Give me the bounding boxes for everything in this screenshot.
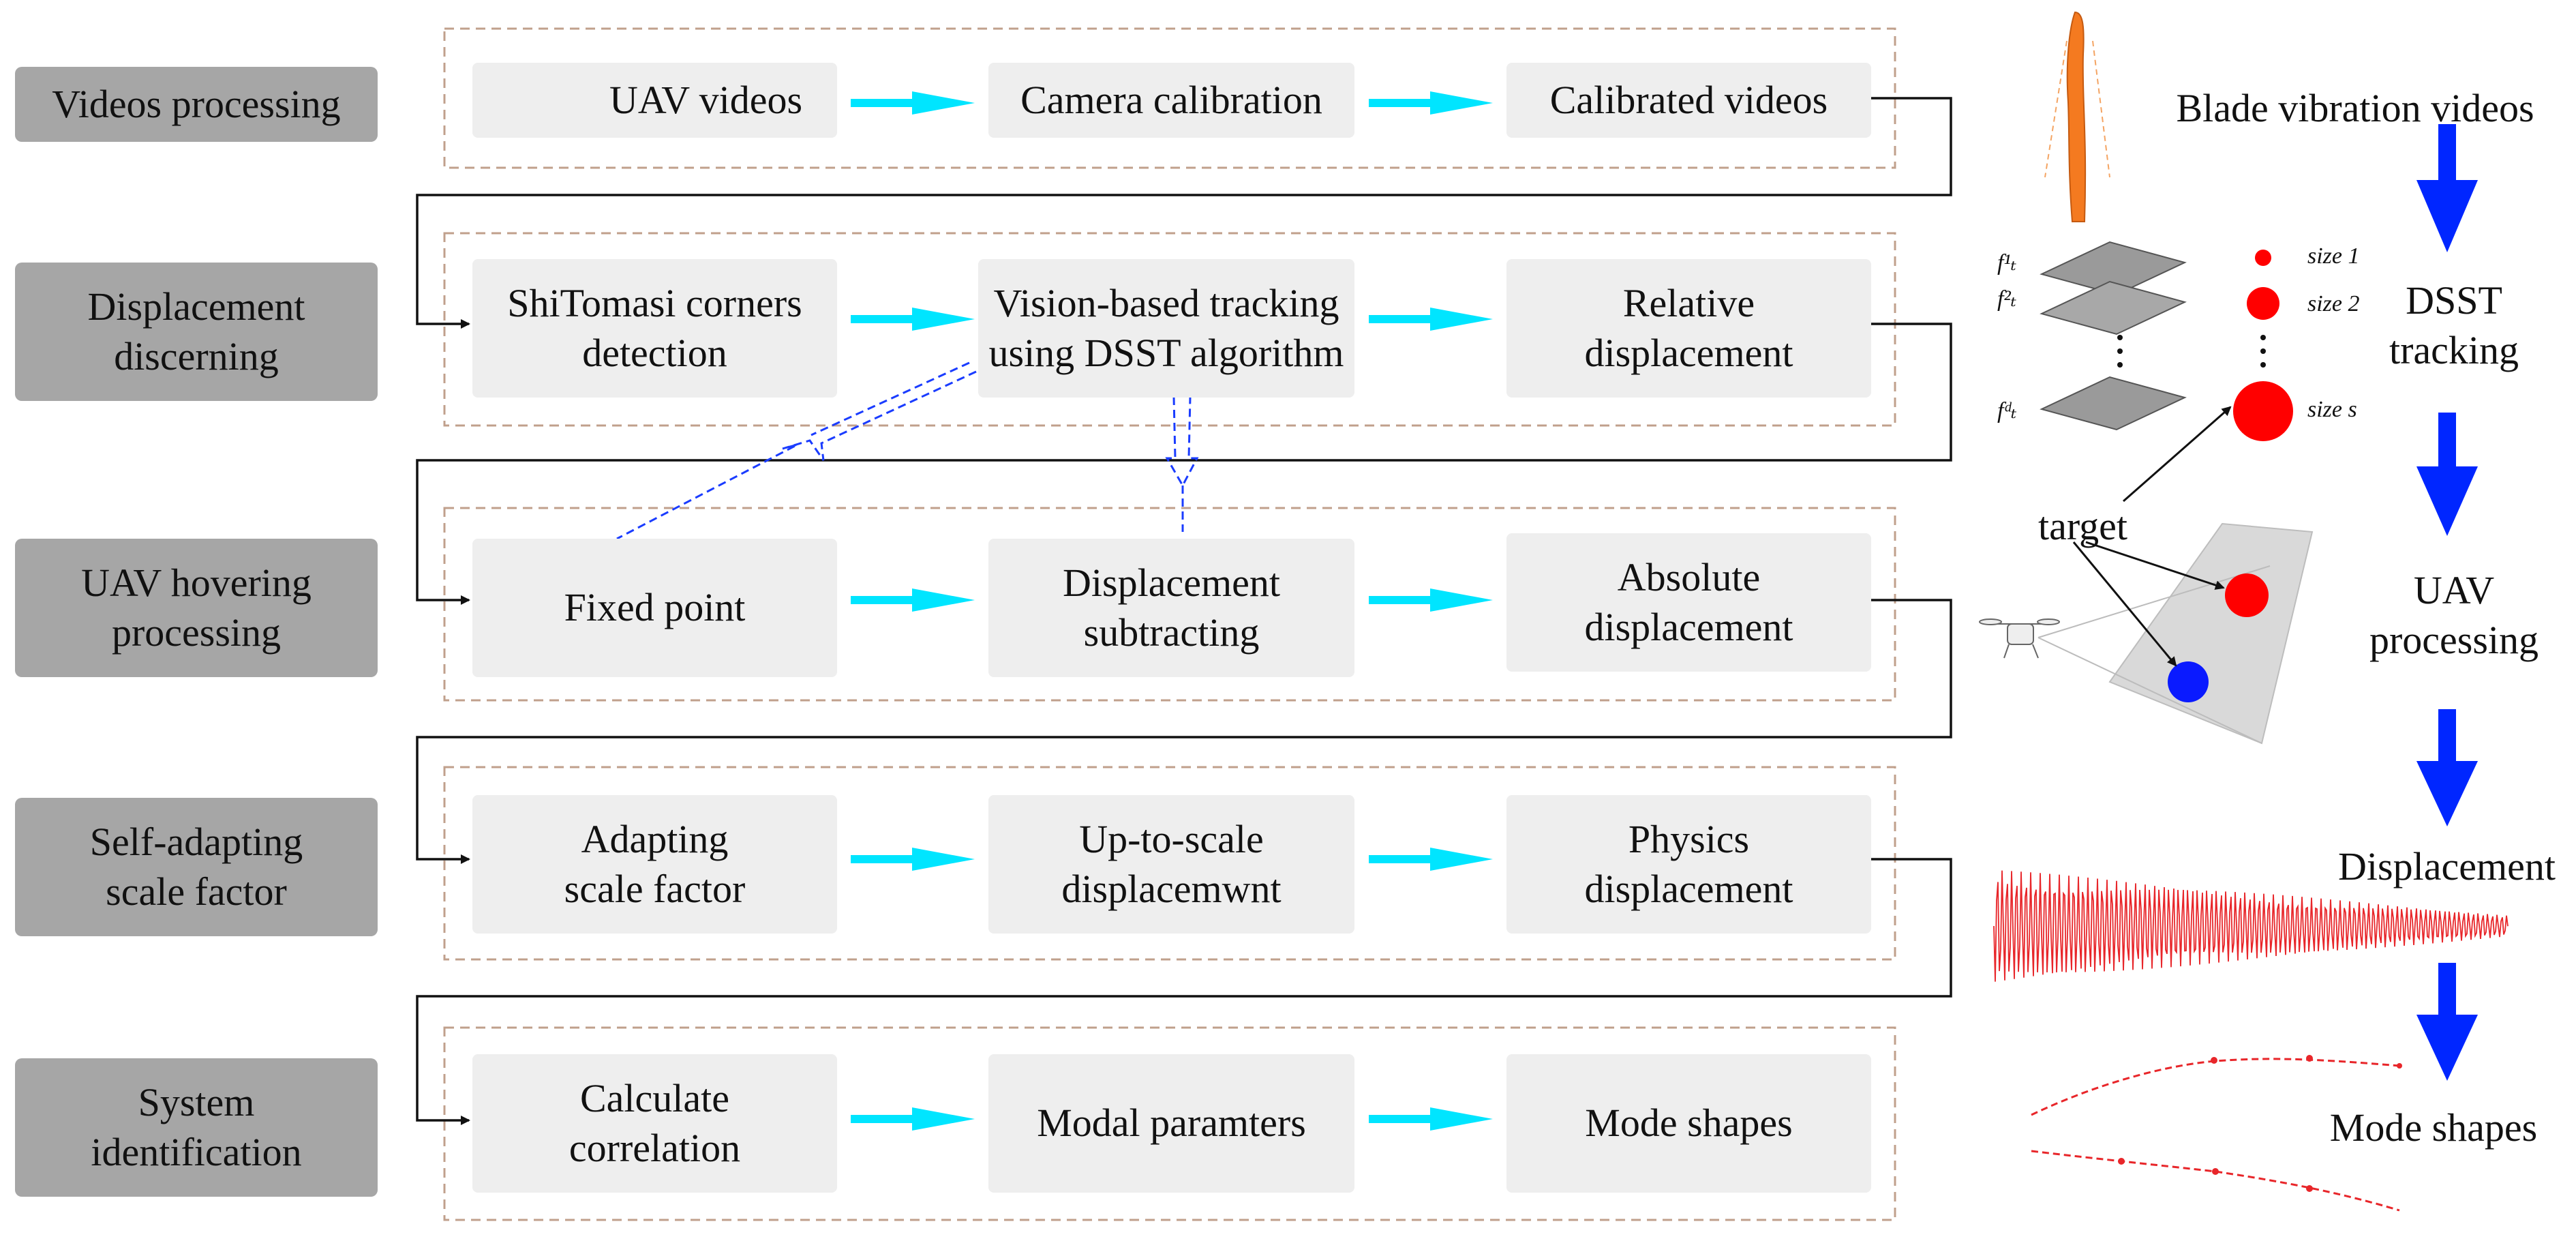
blade-icon bbox=[2044, 11, 2110, 222]
size-2-label: size 2 bbox=[2307, 291, 2360, 316]
flow-arrow bbox=[851, 1107, 975, 1131]
connector-row4-row5 bbox=[416, 858, 1952, 1125]
node-vision-tracking: Vision-based tracking using DSST algorit… bbox=[978, 259, 1354, 398]
down-arrow-2 bbox=[2416, 413, 2478, 536]
flow-arrow bbox=[851, 308, 975, 331]
node-up-to-scale: Up-to-scale displacemwnt bbox=[988, 795, 1354, 934]
stage-videos-processing: Videos processing bbox=[15, 67, 378, 142]
side-label-uav-processing: UAV processing bbox=[2369, 568, 2539, 662]
node-displacement-subtracting: Displacement subtracting bbox=[988, 539, 1354, 677]
drone-small-icon bbox=[1979, 618, 2060, 659]
stage-uav-hovering: UAV hovering processing bbox=[15, 539, 378, 677]
down-arrow-4 bbox=[2416, 963, 2478, 1081]
flow-arrow bbox=[1369, 848, 1493, 871]
vibration-signal bbox=[1993, 870, 2509, 982]
group-frame-videos bbox=[443, 27, 1896, 169]
side-label-dsst-tracking: DSST tracking bbox=[2389, 278, 2519, 372]
group-frame-displacement bbox=[443, 232, 1896, 427]
flow-arrow bbox=[1369, 91, 1493, 115]
flow-arrow bbox=[1369, 308, 1493, 331]
flow-arrow bbox=[851, 588, 975, 612]
connector-row1-row2 bbox=[416, 97, 1952, 329]
target-arrow-size bbox=[2123, 406, 2232, 503]
dashed-arrow-fixed-point bbox=[616, 370, 977, 540]
size-s-circle bbox=[2233, 381, 2293, 441]
target-blue bbox=[2168, 661, 2209, 702]
image-plane bbox=[2037, 522, 2314, 745]
target-label: target bbox=[2038, 504, 2127, 548]
feature-f1-label: f¹ₜ bbox=[1997, 250, 2017, 275]
group-frame-scale bbox=[443, 766, 1896, 961]
node-fixed-point: Fixed point bbox=[472, 539, 837, 677]
size-s-label: size s bbox=[2307, 397, 2357, 422]
side-label-blade-videos: Blade vibration videos bbox=[2176, 86, 2534, 130]
node-calibrated-videos: Calibrated videos bbox=[1506, 63, 1871, 138]
down-arrow-3 bbox=[2416, 709, 2478, 826]
dashed-arrow-fixed-point-2 bbox=[810, 361, 970, 436]
node-adapting-scale-factor: Adapting scale factor bbox=[472, 795, 837, 934]
node-calculate-correlation: Calculate correlation bbox=[472, 1054, 837, 1193]
mode-shape-2 bbox=[2031, 1150, 2400, 1212]
target-arrow-blue bbox=[2072, 541, 2177, 667]
side-label-mode-shapes: Mode shapes bbox=[2329, 1105, 2538, 1150]
node-modal-parameters: Modal paramters bbox=[988, 1054, 1354, 1193]
connector-row2-row3 bbox=[416, 323, 1952, 605]
connector-row3-row4 bbox=[416, 599, 1952, 864]
dashed-arrow-subtracting bbox=[1165, 396, 1199, 488]
flow-arrow bbox=[851, 848, 975, 871]
stage-system-identification: System identification bbox=[15, 1058, 378, 1197]
dsst-stack bbox=[2040, 241, 2187, 431]
node-mode-shapes: Mode shapes bbox=[1506, 1054, 1871, 1193]
mode-shape-plot bbox=[2031, 1058, 2400, 1212]
target-red bbox=[2225, 573, 2269, 617]
node-absolute-displacement: Absolute displacement bbox=[1506, 533, 1871, 672]
node-physics-displacement: Physics displacement bbox=[1506, 795, 1871, 934]
size-2-circle bbox=[2247, 287, 2279, 320]
size-1-circle bbox=[2255, 250, 2271, 266]
node-shitomasi: ShiTomasi corners detection bbox=[472, 259, 837, 398]
node-camera-calibration: Camera calibration bbox=[988, 63, 1354, 138]
flow-arrow bbox=[1369, 588, 1493, 612]
flow-arrow bbox=[1369, 1107, 1493, 1131]
down-arrow-1 bbox=[2416, 124, 2478, 252]
target-arrow-red bbox=[2085, 541, 2225, 590]
stage-displacement-discerning: Displacement discerning bbox=[15, 263, 378, 401]
feature-f2-label: f²ₜ bbox=[1997, 286, 2017, 312]
group-frame-hovering bbox=[443, 507, 1896, 702]
mode-shape-1 bbox=[2031, 1058, 2400, 1116]
size-1-label: size 1 bbox=[2307, 243, 2360, 269]
scale-circles bbox=[2233, 250, 2293, 441]
side-label-displacement: Displacement bbox=[2338, 844, 2556, 889]
stage-self-adapting-scale: Self-adapting scale factor bbox=[15, 798, 378, 936]
feature-fd-label: fᵈₜ bbox=[1997, 398, 2017, 423]
group-frame-identification bbox=[443, 1026, 1896, 1221]
node-uav-videos: UAV videos bbox=[472, 63, 837, 138]
flow-arrow bbox=[851, 91, 975, 115]
node-relative-displacement: Relative displacement bbox=[1506, 259, 1871, 398]
